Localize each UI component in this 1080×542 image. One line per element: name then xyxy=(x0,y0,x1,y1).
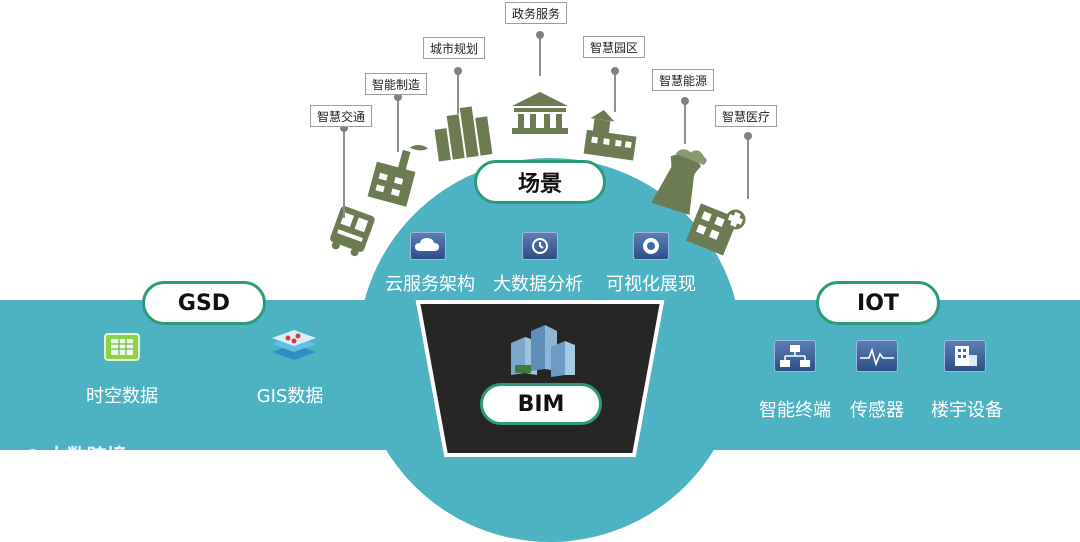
bim-pill: BIM xyxy=(480,383,602,425)
gsd-pill: GSD xyxy=(142,281,266,325)
tag-dot xyxy=(454,67,462,75)
building-device-icon xyxy=(944,340,986,372)
sensor-waveform-icon xyxy=(856,340,898,372)
scene-tag-0: 智慧交通 xyxy=(310,105,373,127)
tag-stem xyxy=(614,72,616,112)
scene-tag-3: 政务服务 xyxy=(505,2,568,24)
scene-tag-2: 城市规划 xyxy=(423,37,486,59)
power-plant-icon xyxy=(651,149,707,216)
analytics-icon xyxy=(522,232,558,260)
feature-label-1: 大数据分析 xyxy=(493,274,583,295)
bus-icon xyxy=(330,206,375,257)
iot-label-2: 楼宇设备 xyxy=(931,400,1003,421)
tag-dot xyxy=(394,93,402,101)
iot-label-0: 智能终端 xyxy=(759,400,831,421)
gsd-label-0: 时空数据 xyxy=(86,386,158,407)
scene-pill: 场景 xyxy=(474,160,606,204)
scene-tag-1: 智能制造 xyxy=(365,73,428,95)
tag-stem xyxy=(457,72,459,114)
tag-stem xyxy=(747,137,749,199)
tag-stem xyxy=(684,102,686,144)
tag-dot xyxy=(744,132,752,140)
tag-dot xyxy=(340,124,348,132)
bim-trapezoid xyxy=(415,300,665,457)
hospital-icon xyxy=(686,203,746,256)
visualization-icon xyxy=(633,232,669,260)
cloud-icon xyxy=(410,232,446,260)
watermark-logo: 1◯大数跨境 xyxy=(10,444,127,468)
feature-label-0: 云服务架构 xyxy=(385,274,475,295)
scene-tag-6: 智慧医疗 xyxy=(715,105,778,127)
tag-stem xyxy=(397,97,399,152)
tag-dot xyxy=(681,97,689,105)
factory-icon xyxy=(367,144,429,207)
city-icons-layer xyxy=(330,92,746,257)
map-layers-icon xyxy=(268,330,320,364)
scene-tag-5: 智慧能源 xyxy=(652,69,715,91)
city-buildings-icon xyxy=(434,106,493,162)
tag-dot xyxy=(536,31,544,39)
tag-stem xyxy=(539,36,541,76)
campus-building-icon xyxy=(583,109,637,161)
iot-label-1: 传感器 xyxy=(850,400,904,421)
gsd-label-1: GIS数据 xyxy=(256,386,324,407)
network-terminal-icon xyxy=(774,340,816,372)
government-building-icon xyxy=(512,92,568,134)
tag-stem xyxy=(343,128,345,218)
tag-dot xyxy=(611,67,619,75)
watermark-text: 大数跨境 xyxy=(46,444,127,468)
building-model-icon xyxy=(505,325,577,377)
feature-label-2: 可视化展现 xyxy=(606,274,696,295)
iot-pill: IOT xyxy=(816,281,940,325)
scene-tag-4: 智慧园区 xyxy=(583,36,646,58)
spreadsheet-icon xyxy=(103,332,141,362)
